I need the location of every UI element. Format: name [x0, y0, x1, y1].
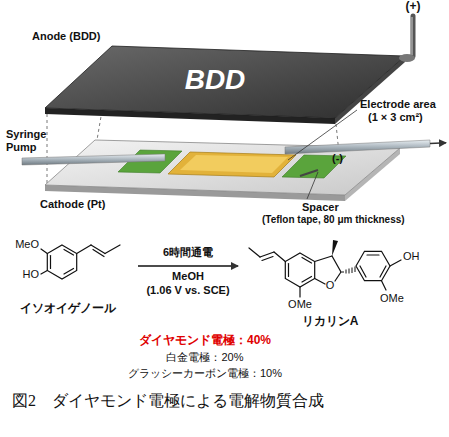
figure-caption: 図2 ダイヤモンド電極による電解物質合成 — [12, 392, 324, 410]
terminal-sign: (-) — [332, 152, 343, 165]
atom-label: O — [326, 279, 335, 292]
compound-name: リカリンA — [302, 315, 359, 329]
yield-note: グラッシーカーボン電極：10% — [128, 367, 282, 380]
reaction-condition: 6時間通電 — [163, 246, 213, 259]
yield-note: 白金電極：20% — [166, 351, 243, 364]
plate-marking: BDD — [185, 64, 246, 96]
atom-label: HO — [23, 268, 40, 281]
part-note: (Teflon tape, 80 μm thickness) — [262, 214, 405, 226]
compound-name: イソオイゲノール — [20, 302, 116, 316]
reaction-condition: (1.06 V vs. SCE) — [146, 284, 229, 297]
terminal-sign: (+) — [406, 0, 421, 14]
atom-label: OH — [403, 250, 420, 263]
atom-label: MeO — [15, 238, 39, 251]
dimension: (1 × 3 cm²) — [368, 111, 423, 124]
atom-label: OMe — [380, 292, 404, 305]
yield-note: ダイヤモンド電極：40% — [139, 334, 271, 348]
part-name: Anode (BDD) — [32, 30, 100, 43]
part-name: Spacer — [302, 201, 339, 214]
part-name: Syringe Pump — [6, 128, 58, 153]
reaction-condition: MeOH — [172, 270, 204, 283]
part-name: Electrode area — [360, 98, 436, 111]
atom-label: OMe — [288, 298, 312, 311]
part-name: Cathode (Pt) — [40, 198, 105, 211]
